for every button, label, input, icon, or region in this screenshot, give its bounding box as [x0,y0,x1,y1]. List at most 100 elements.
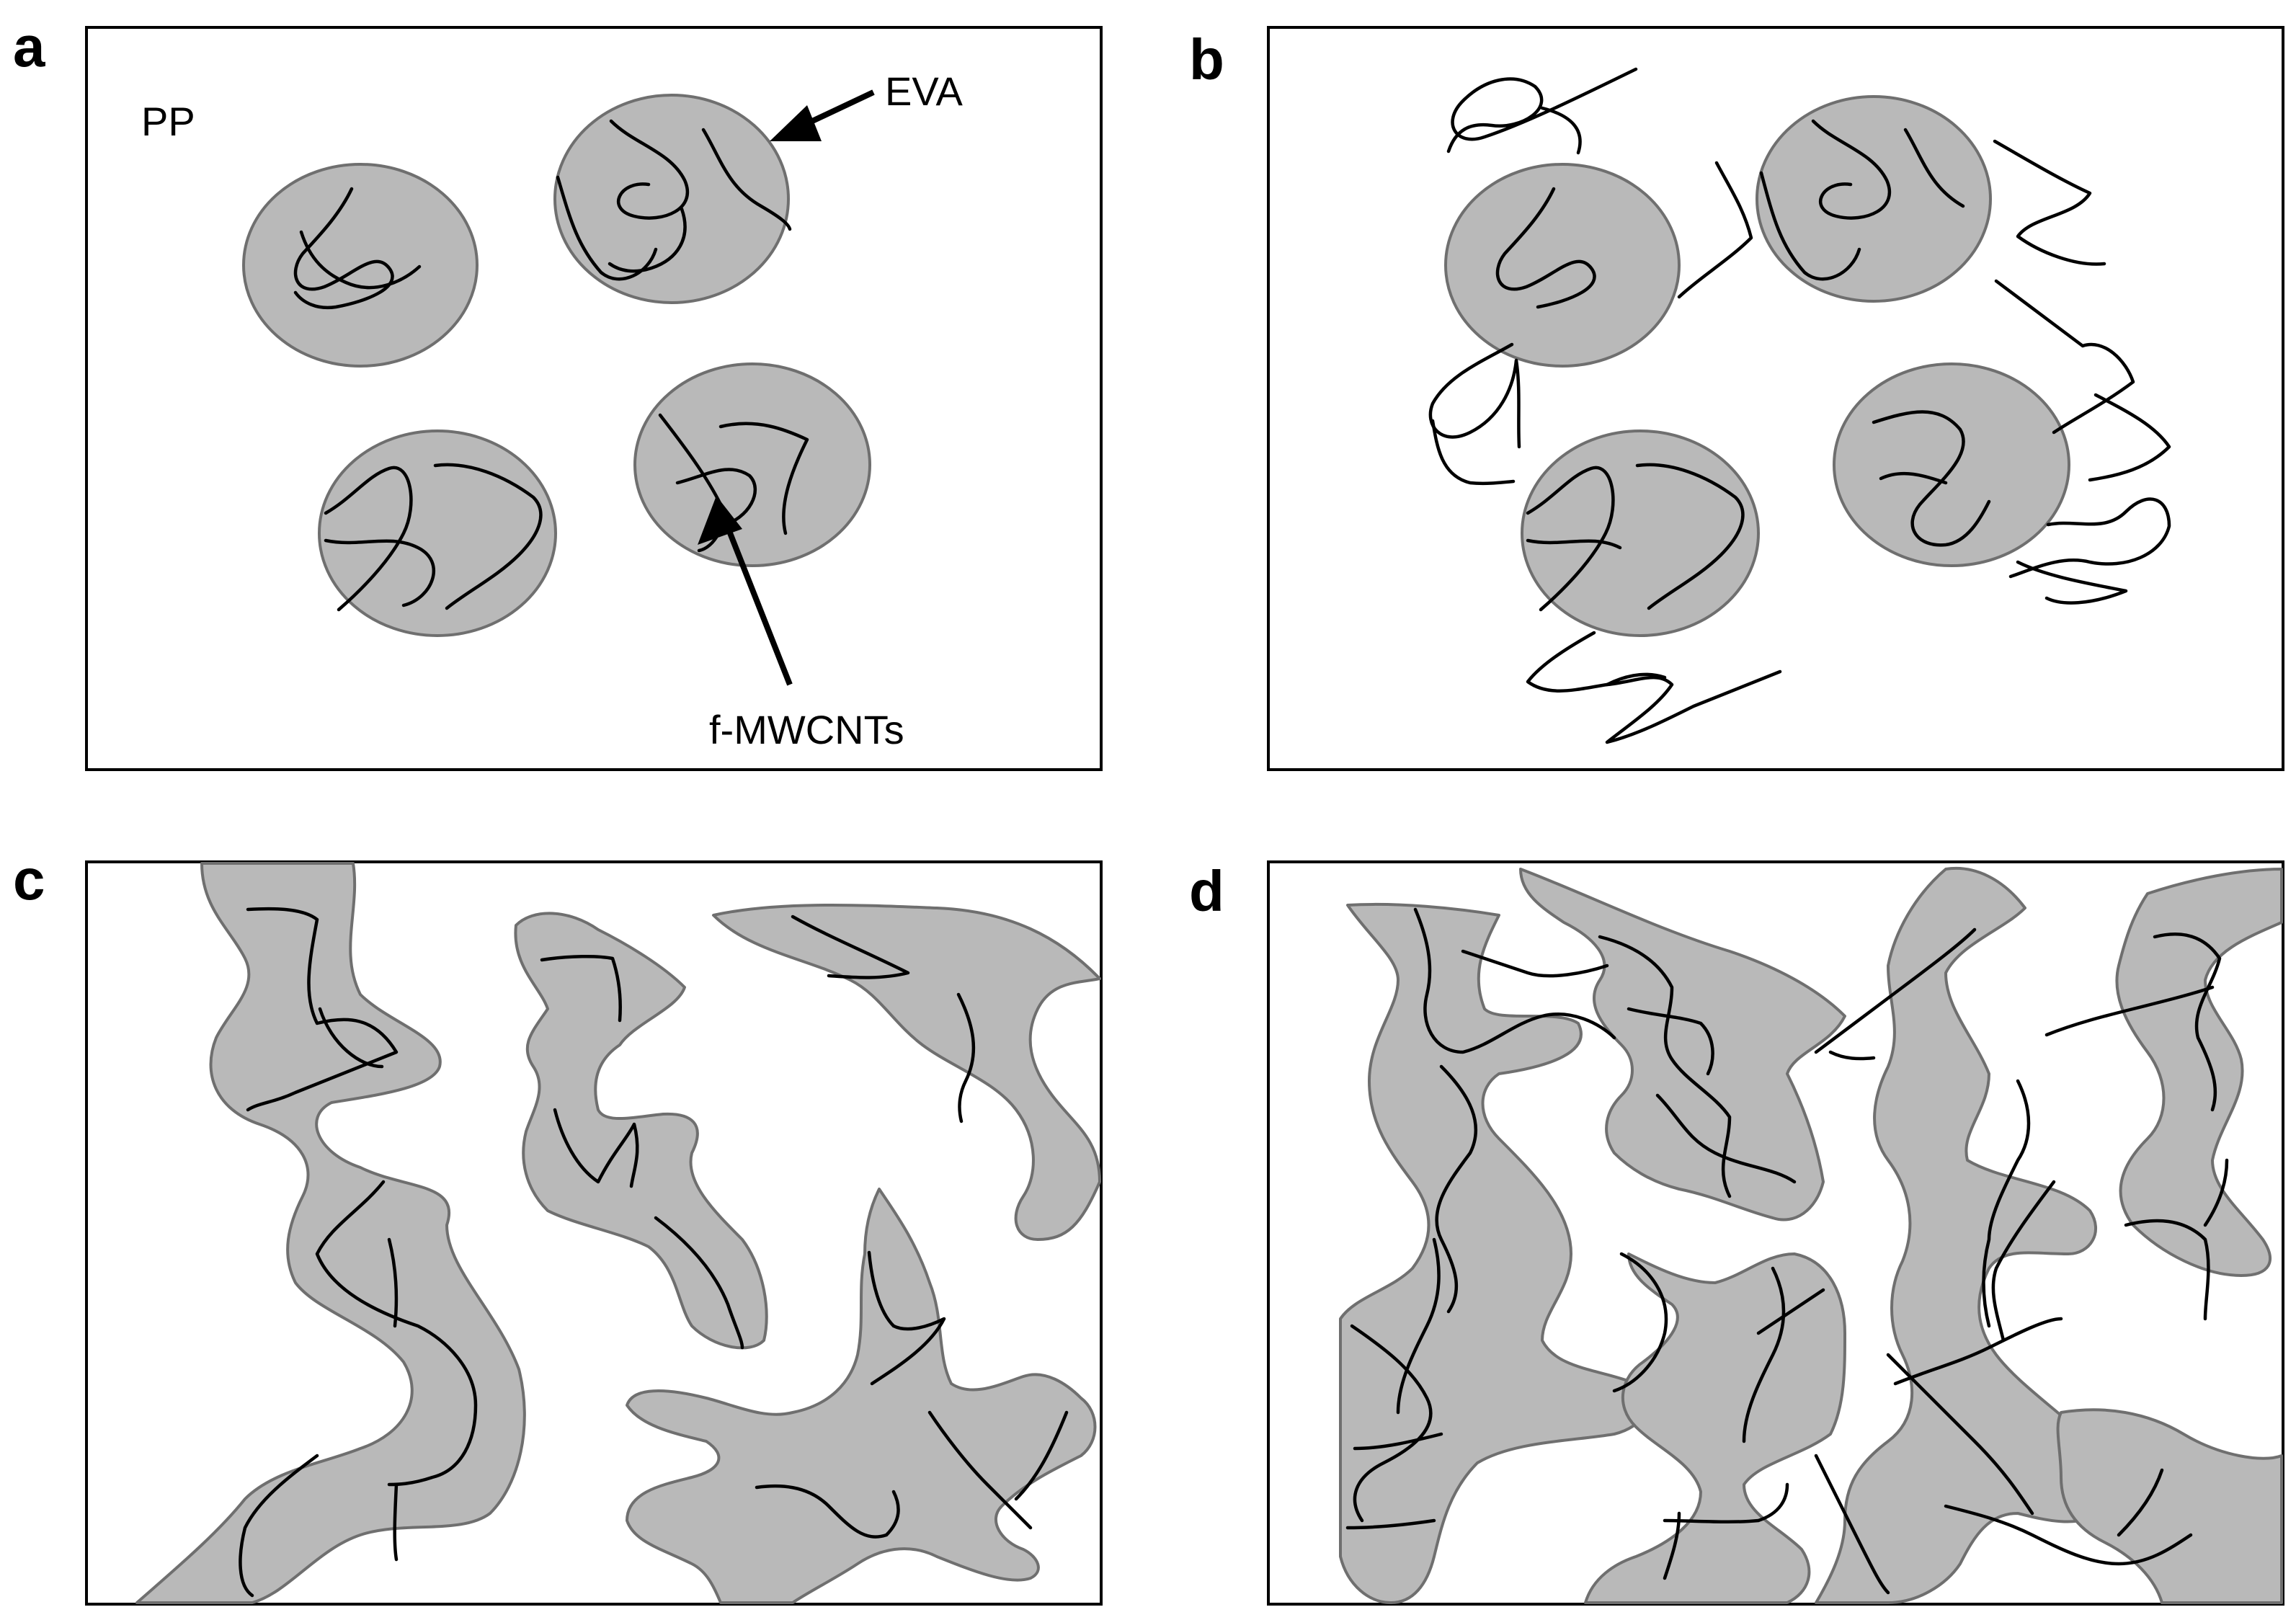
eva-domain [1833,362,2070,567]
nanotube [393,1482,399,1562]
nanotube [1526,466,1615,612]
nanotube [1944,1504,2193,1566]
panel-a-letter: a [13,14,45,79]
nanotube [1345,1518,1436,1530]
nanotube [1526,538,1622,550]
nanotube [1396,1237,1441,1415]
nanotube [927,1410,1033,1530]
nanotube [755,1484,900,1539]
f-mwcnts-label: f-MWCNTs [709,707,904,752]
nanotube [1982,1079,2031,1328]
nanotube [1495,187,1596,309]
nanotube [2117,1468,2164,1537]
nanotube [1886,1353,2034,1516]
eva-network-domain [1519,868,1846,1221]
nanotube [1540,106,1582,155]
nanotube [1993,139,2106,266]
nanotube [1677,161,1753,299]
nanotube [1014,1410,1069,1501]
nanotube [1814,927,1977,1054]
nanotube [1605,672,1667,687]
nanotube [1663,1482,1789,1524]
panel-b: b [1189,26,2284,771]
nanotube [1994,279,2135,435]
eva-network-domain [1339,902,1648,1604]
nanotube [956,992,976,1123]
nanotube [1430,419,1516,486]
nanotube [1903,128,1965,208]
nanotube [1759,171,1861,281]
nanotube [867,1250,946,1386]
nanotube [1814,1454,1890,1595]
eva-co-continuous-domain [712,903,1101,1241]
eva-domain [1444,163,1681,368]
nanotube [1991,1180,2056,1343]
nanotube [609,119,690,220]
panel-c-letter: c [13,847,45,912]
nanotube [1828,1050,1876,1061]
nanotube [324,466,413,612]
nanotube [324,538,435,608]
nanotube [2203,1158,2229,1227]
eva-domain [1521,430,1760,637]
eva-network-domain [1815,867,2122,1604]
eva-domain [553,94,790,304]
panel-b-frame [1267,26,2284,771]
eva-domain [633,362,871,567]
nanotube [1811,119,1892,220]
nanotube [1742,1266,1786,1443]
nanotube [1756,1288,1825,1335]
nanotube [1435,1064,1477,1314]
nanotube [2153,933,2222,1112]
nanotube [318,1007,384,1069]
nanotube [1353,1432,1443,1451]
nanotube [1350,1324,1433,1523]
nanotube [553,1108,639,1188]
eva-arrowhead [770,105,822,141]
panel-b-letter: b [1189,27,1224,92]
filler-pointer-arrow [725,526,793,686]
nanotube [239,1454,319,1598]
nanotube [299,230,422,290]
panel-a: a PP EVA f-MWCNTs [13,14,1103,771]
nanotube [718,422,809,535]
panel-d-letter: d [1189,859,1224,923]
nanotube [1893,1317,2063,1386]
nanotube [1663,1511,1681,1580]
panel-d: d [1189,859,2284,1606]
nanotube [654,1216,744,1350]
nanotube [2088,393,2171,482]
nanotube [2124,1219,2210,1321]
nanotube [1461,949,1609,978]
eva-domain [242,163,479,368]
nanotube [433,463,543,610]
nanotube [2044,985,2215,1037]
nanotube [1612,1252,1668,1393]
nanotube [2008,497,2171,579]
nanotube [675,468,757,528]
nanotube [791,914,910,979]
nanotube [1655,1093,1797,1184]
nanotube [1627,1007,1714,1076]
nanotube [246,907,399,1112]
nanotube [1413,907,1616,1054]
nanotube [387,1237,399,1328]
eva-co-continuous-domain [626,1188,1097,1604]
panel-c: c [13,847,1103,1606]
nanotube [701,128,792,231]
filler-arrowhead [698,496,742,545]
nanotube [315,1180,478,1487]
eva-network-domain [2056,1408,2283,1604]
nanotube [1428,342,1521,449]
nanotube [1598,935,1732,1198]
eva-domain [318,430,557,637]
nanotube [1446,67,1638,153]
nanotube [1526,631,1782,744]
nanotube [1872,410,1991,547]
eva-domain [1756,95,1992,303]
eva-co-continuous-domain [514,912,768,1350]
eva-label: EVA [885,68,964,114]
nanotube [1879,471,1948,485]
pp-matrix-label: PP [141,99,195,144]
